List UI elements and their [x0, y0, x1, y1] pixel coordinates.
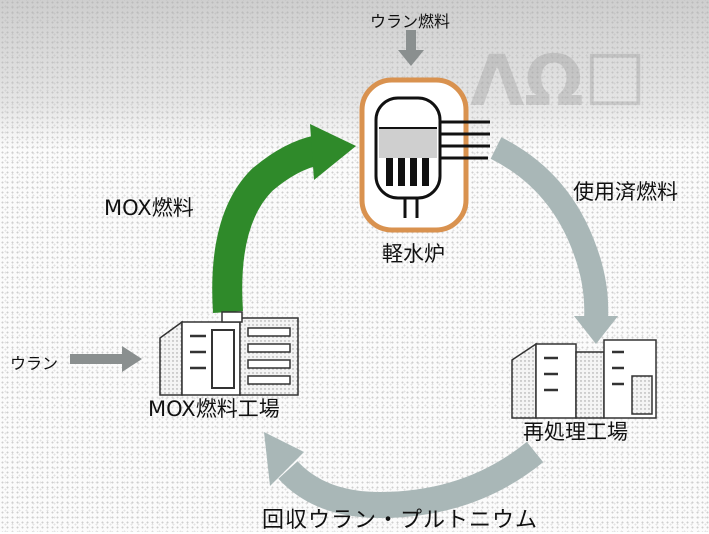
uranium-fuel-input-arrow	[398, 30, 424, 66]
mox-fuel-label: MOX燃料	[104, 196, 194, 220]
reactor-icon	[359, 77, 490, 233]
mox-fuel-arrow	[212, 124, 356, 313]
background-band	[0, 0, 709, 150]
reprocessing-plant-label: 再処理工場	[523, 420, 628, 444]
spent-fuel-arrow	[490, 137, 618, 344]
uranium-label: ウラン	[10, 354, 59, 373]
uranium-fuel-label: ウラン燃料	[370, 12, 451, 31]
mox-plant-icon	[159, 311, 299, 396]
recovered-material-arrow	[264, 432, 544, 519]
reprocessing-plant-icon	[511, 339, 657, 419]
recovered-uranium-plutonium-label: 回収ウラン・プルトニウム	[262, 508, 539, 533]
mox-plant-label: MOX燃料工場	[148, 397, 280, 421]
uranium-input-arrow	[70, 346, 142, 372]
background-ghost-text: ΛΩ☐	[470, 40, 647, 122]
reactor-label: 軽水炉	[382, 242, 445, 266]
spent-fuel-label: 使用済燃料	[573, 180, 678, 204]
